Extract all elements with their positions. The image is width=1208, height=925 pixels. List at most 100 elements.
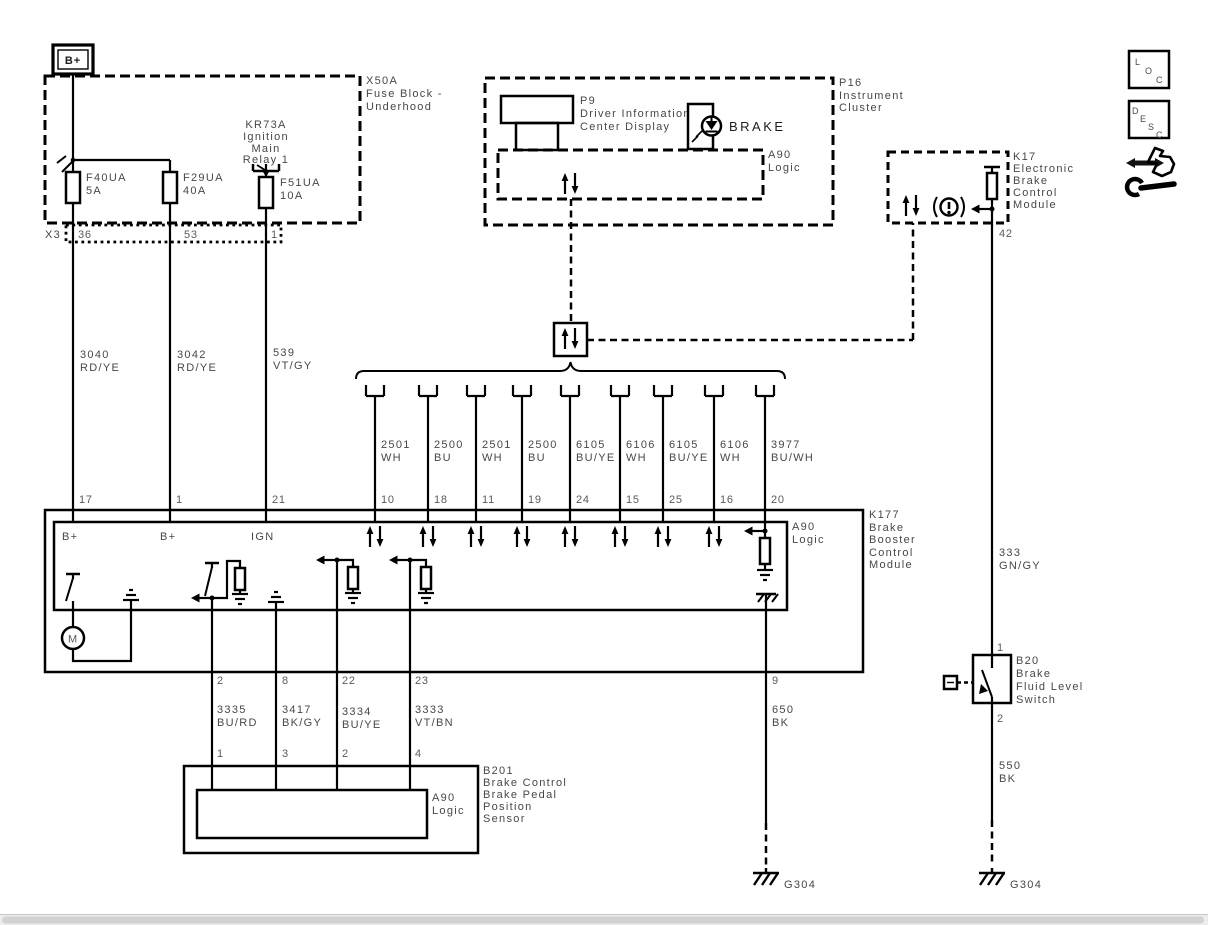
display-name-line1: Driver Information	[580, 108, 691, 120]
wire-color: BU/YE	[669, 452, 709, 464]
sensor-name-line1: Brake Control	[483, 777, 567, 789]
wire-color: BU	[528, 452, 546, 464]
desc-letter: S	[1148, 122, 1154, 132]
wire-circuit: 3042	[177, 349, 207, 361]
sensor-logic-id: A90	[432, 792, 455, 804]
wire-color: BU/WH	[771, 452, 814, 464]
sensor-logic-outline	[195, 788, 429, 840]
wire-color: GN/GY	[999, 560, 1041, 572]
serial-data-icon	[418, 524, 438, 549]
fuse-block-outline	[43, 74, 362, 225]
sensor-outline	[182, 764, 480, 855]
ground-icon	[121, 588, 141, 602]
fluid-level-branch: 333 GN/GY 1 B20 Brake Fluid Level Switch…	[942, 209, 1082, 891]
serial-junction-box	[552, 321, 589, 358]
connector-x3-strip	[64, 223, 283, 244]
wire-color: BU/YE	[576, 452, 616, 464]
ebcm-resistor	[984, 165, 1000, 209]
connector-pin: 53	[184, 229, 198, 241]
wire-circuit: 3977	[771, 439, 801, 451]
serial-wires: 2501 WH 2500 BU 2501 WH 2500 BU 6105 BU/…	[364, 385, 814, 531]
module-pin: 24	[576, 494, 590, 506]
cluster-logic-id: A90	[768, 149, 791, 161]
legend-buttons: L O C D E S C	[1124, 49, 1177, 198]
wire-color: BK	[999, 773, 1016, 785]
switch-arrow	[979, 684, 988, 694]
bbcm-name-line2: Booster	[869, 534, 916, 546]
module-pin: 15	[626, 494, 640, 506]
relay-name-line1: Ignition	[243, 131, 289, 143]
fuse-id: F51UA	[280, 177, 321, 189]
sensor-pin: 3	[282, 748, 289, 760]
scrollbar-thumb[interactable]	[2, 916, 1204, 924]
serial-data-icon	[610, 524, 630, 549]
relay-name-line2: Main	[251, 143, 280, 155]
bbcm-name-line4: Module	[869, 559, 913, 571]
output-arrow-icon	[387, 554, 412, 566]
switch-pin-bottom: 2	[997, 713, 1004, 725]
module-pin: 1	[176, 494, 183, 506]
ground-icon	[266, 590, 286, 604]
module-pin: 8	[282, 675, 289, 687]
component-description-button[interactable]: D E S C	[1127, 99, 1171, 140]
fluid-level-switch-b20: 1 B20 Brake Fluid Level Switch 2	[942, 642, 1082, 725]
battery-terminal: B+	[51, 43, 95, 172]
ground-id: G304	[1010, 879, 1042, 891]
sensor-pin: 2	[342, 748, 349, 760]
module-pin: 18	[434, 494, 448, 506]
pin8-ground	[266, 590, 286, 672]
ebcm-id: K17	[1013, 151, 1036, 163]
module-pin: 11	[482, 494, 495, 506]
module-pin: 9	[772, 675, 779, 687]
component-location-button[interactable]: L O C	[1127, 49, 1171, 90]
supply-wires: 3040 RD/YE 3042 RD/YE 539 VT/GY 17 1 21	[71, 203, 311, 522]
bbcm-logic-id: A90	[792, 521, 815, 533]
horizontal-scrollbar[interactable]	[0, 914, 1208, 925]
input-label-bplus2: B+	[160, 531, 176, 543]
bbcm-name-line1: Brake	[869, 522, 904, 534]
fuse-f51ua: F51UA 10A	[257, 175, 321, 210]
bbcm-outline	[43, 508, 865, 674]
wire-color: BU/RD	[217, 717, 258, 729]
sensor-pin: 1	[217, 748, 224, 760]
switch-name-line1: Brake	[1016, 668, 1051, 680]
cluster-name-line2: Cluster	[839, 102, 883, 114]
ground-icon	[416, 591, 436, 605]
serial-data-icon	[560, 171, 580, 196]
fuse-id: F29UA	[183, 172, 224, 184]
module-pin: 20	[771, 494, 785, 506]
serial-data-icon	[704, 524, 724, 549]
serial-data-icon	[653, 524, 673, 549]
fuse-block-name-line2: Underhood	[366, 101, 432, 113]
pin23-termination	[387, 554, 436, 672]
relay-name-line3: Relay 1	[243, 154, 289, 166]
ebcm-name-line4: Module	[1013, 199, 1057, 211]
g304-ground-icon	[751, 866, 781, 887]
pin2-switch	[189, 559, 250, 672]
output-arrow-icon	[969, 203, 994, 215]
repair-tool-icon[interactable]	[1124, 146, 1177, 198]
ebcm-name-line1: Electronic	[1013, 163, 1074, 175]
wire-circuit: 2500	[434, 439, 464, 451]
relay-id: KR73A	[245, 119, 286, 131]
wire-color: VT/BN	[415, 717, 454, 729]
fuse-rating: 40A	[183, 185, 206, 197]
sensor-name-line2: Brake Pedal	[483, 789, 557, 801]
brake-indicator-label: BRAKE	[729, 119, 786, 134]
wire-circuit: 539	[273, 347, 295, 359]
sensor-logic-name: Logic	[432, 805, 465, 817]
fuse-id: F40UA	[86, 172, 127, 184]
wire-circuit: 2501	[381, 439, 411, 451]
output-arrow-icon	[189, 592, 214, 604]
input-label-ign: IGN	[251, 531, 274, 543]
wire-circuit: 6105	[576, 439, 606, 451]
ground-path-left: 650 BK G304	[751, 672, 815, 891]
wire-color: BK/GY	[282, 717, 322, 729]
sensor-wires: 2 8 22 23 3335 BU/RD 3417 BK/GY 3334 BU/…	[210, 672, 454, 790]
fuse-block-x50a: X50A Fuse Block - Underhood F40UA 5A F29…	[43, 74, 441, 244]
cluster-outline	[483, 76, 835, 227]
wire-color: BU	[434, 452, 452, 464]
ground-icon	[755, 568, 775, 582]
ebcm-name-line2: Brake	[1013, 175, 1048, 187]
